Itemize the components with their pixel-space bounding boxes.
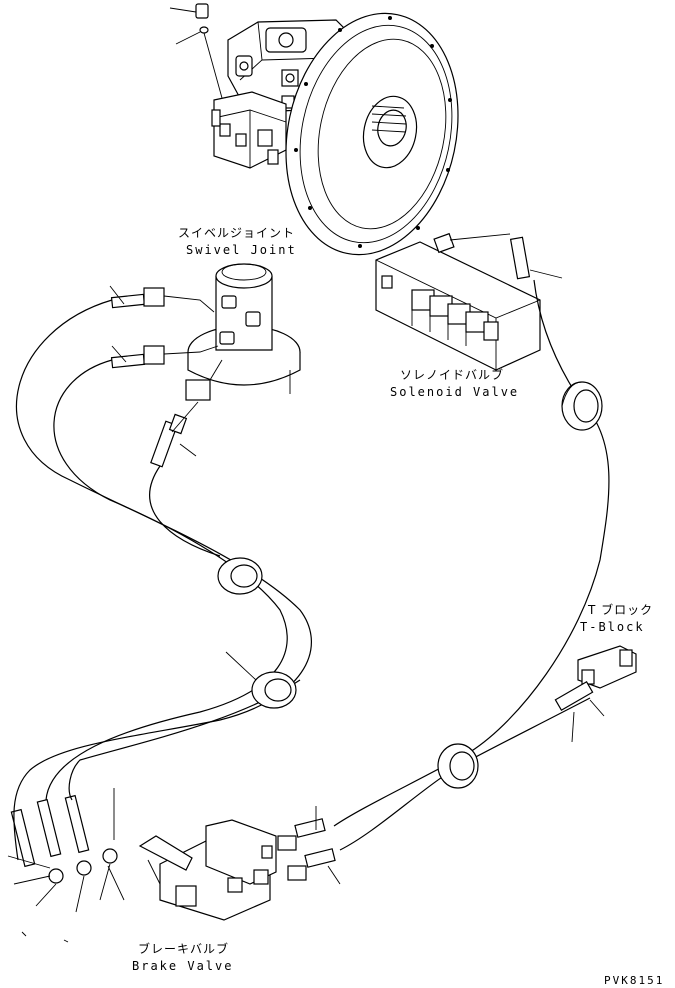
solenoid-valve-label-jp: ソレノイドバルブ xyxy=(400,368,505,382)
pump-assembly xyxy=(169,3,459,256)
drawing-code: PVK8151 xyxy=(604,974,665,987)
swivel-joint xyxy=(110,263,301,468)
swivel-joint-label-en: Swivel Joint xyxy=(186,243,297,257)
hose-lines xyxy=(13,279,610,861)
brake-valve-label-en: Brake Valve xyxy=(132,959,234,973)
t-block xyxy=(554,645,637,743)
brake-valve xyxy=(7,788,341,943)
clamp-lower-right xyxy=(437,743,479,789)
clamp-middle-left xyxy=(217,557,263,595)
clamp-upper-right xyxy=(561,381,603,431)
leader-lines xyxy=(109,285,197,457)
t-block-label-jp: T ブロック xyxy=(588,603,654,617)
swivel-joint-label-jp: スイベルジョイント xyxy=(178,226,296,240)
brake-valve-label-jp: ブレーキバルブ xyxy=(138,942,230,956)
hose-clamps xyxy=(217,381,603,789)
solenoid-valve xyxy=(375,232,563,371)
clamp-lower-left xyxy=(225,651,297,709)
solenoid-valve-label-en: Solenoid Valve xyxy=(390,385,520,399)
t-block-label-en: T-Block xyxy=(580,620,645,634)
